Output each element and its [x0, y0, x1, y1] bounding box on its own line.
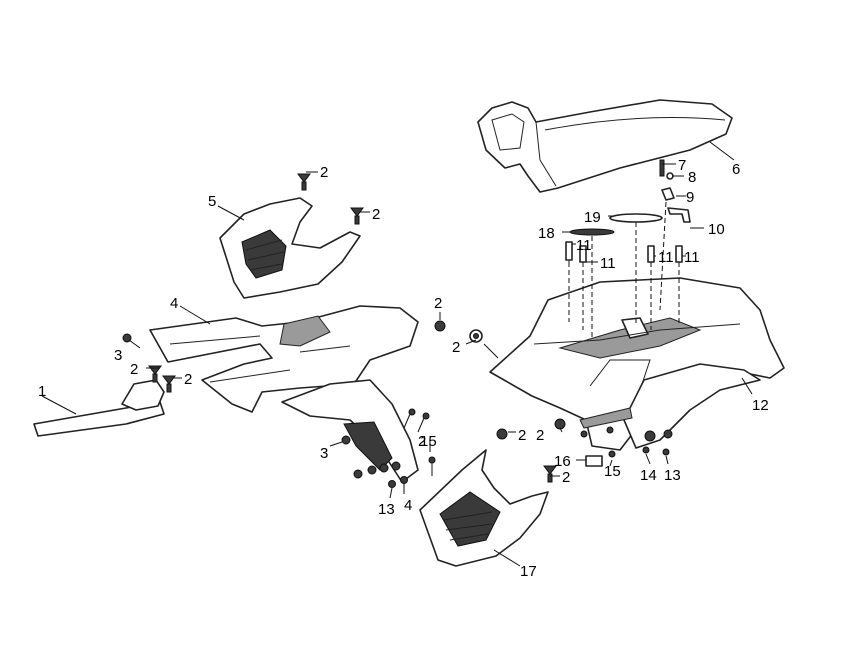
part-footrest-plate	[33, 379, 165, 437]
leader-lines	[41, 141, 753, 567]
callout-3: 3	[320, 445, 328, 462]
callout-6: 6	[732, 161, 740, 178]
callout-2: 2	[536, 427, 544, 444]
callout-15: 15	[604, 463, 621, 480]
callout-12: 12	[752, 397, 769, 414]
callout-15: 15	[420, 433, 437, 450]
callout-2: 2	[130, 361, 138, 378]
callout-19: 19	[584, 209, 601, 226]
part-front-upper-cover	[219, 197, 361, 299]
callout-4: 4	[404, 497, 412, 514]
callout-5: 5	[208, 193, 216, 210]
callout-16: 16	[554, 453, 571, 470]
callout-2: 2	[562, 469, 570, 486]
callout-8: 8	[688, 169, 696, 186]
part-rear-side-cover	[419, 449, 549, 567]
callout-13: 13	[378, 501, 395, 518]
callout-18: 18	[538, 225, 555, 242]
callout-11: 11	[684, 249, 700, 266]
fasteners	[122, 159, 691, 488]
callout-10: 10	[708, 221, 725, 238]
part-rear-fender	[489, 277, 785, 451]
callout-1: 1	[38, 383, 46, 400]
callout-2: 2	[518, 427, 526, 444]
callout-11: 11	[658, 249, 674, 266]
callout-9: 9	[686, 189, 694, 206]
part-seat	[477, 99, 733, 193]
callout-2: 2	[320, 164, 328, 181]
callout-14: 14	[640, 467, 657, 484]
callouts: 1 2 2 2 2 2 2 2 2 2 2 3 3 4 5 6 7 8 9 10…	[38, 157, 769, 580]
part-front-fender	[149, 305, 419, 483]
callout-4: 4	[170, 295, 178, 312]
callout-7: 7	[678, 157, 686, 174]
callout-3: 3	[114, 347, 122, 364]
callout-11: 11	[600, 255, 616, 272]
callout-11: 11	[576, 237, 592, 254]
callout-2: 2	[372, 206, 380, 223]
callout-13: 13	[664, 467, 681, 484]
callout-17: 17	[520, 563, 537, 580]
callout-2: 2	[418, 433, 426, 450]
callout-2: 2	[452, 339, 460, 356]
callout-2: 2	[434, 295, 442, 312]
callout-2: 2	[184, 371, 192, 388]
